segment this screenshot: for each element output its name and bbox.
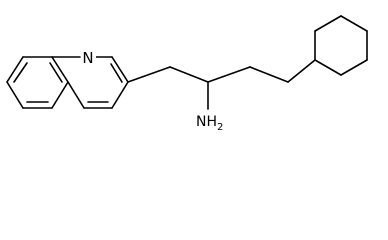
alkyl-chain	[127, 59, 316, 110]
bond	[6, 56, 24, 83]
nitrogen-label: N	[82, 49, 93, 67]
bond	[314, 59, 342, 76]
bond	[287, 59, 316, 83]
bond	[127, 66, 171, 83]
double-bond-inner	[13, 62, 28, 83]
cyclohexyl-ring	[314, 15, 368, 76]
bond	[207, 66, 251, 83]
svg-text:NH2: NH2	[196, 114, 223, 133]
ring-nitrogen-label: N	[81, 49, 96, 67]
quinoline-ring-system	[6, 56, 129, 109]
bond	[111, 56, 129, 83]
amine-label: NH2	[196, 114, 223, 133]
amine-nh-text: NH	[196, 114, 217, 130]
bond	[169, 66, 209, 83]
bond	[249, 66, 289, 83]
double-bond-inner	[110, 63, 123, 83]
bond	[67, 81, 85, 109]
double-bond-inner	[49, 62, 63, 83]
amine-subscript: 2	[217, 122, 223, 133]
bond	[340, 15, 368, 32]
bond	[340, 59, 368, 76]
bond	[314, 15, 342, 32]
bond	[6, 81, 24, 109]
chemical-structure: N NH2	[6, 15, 368, 133]
bond	[51, 81, 69, 109]
bond	[111, 81, 129, 109]
bond	[51, 56, 69, 83]
